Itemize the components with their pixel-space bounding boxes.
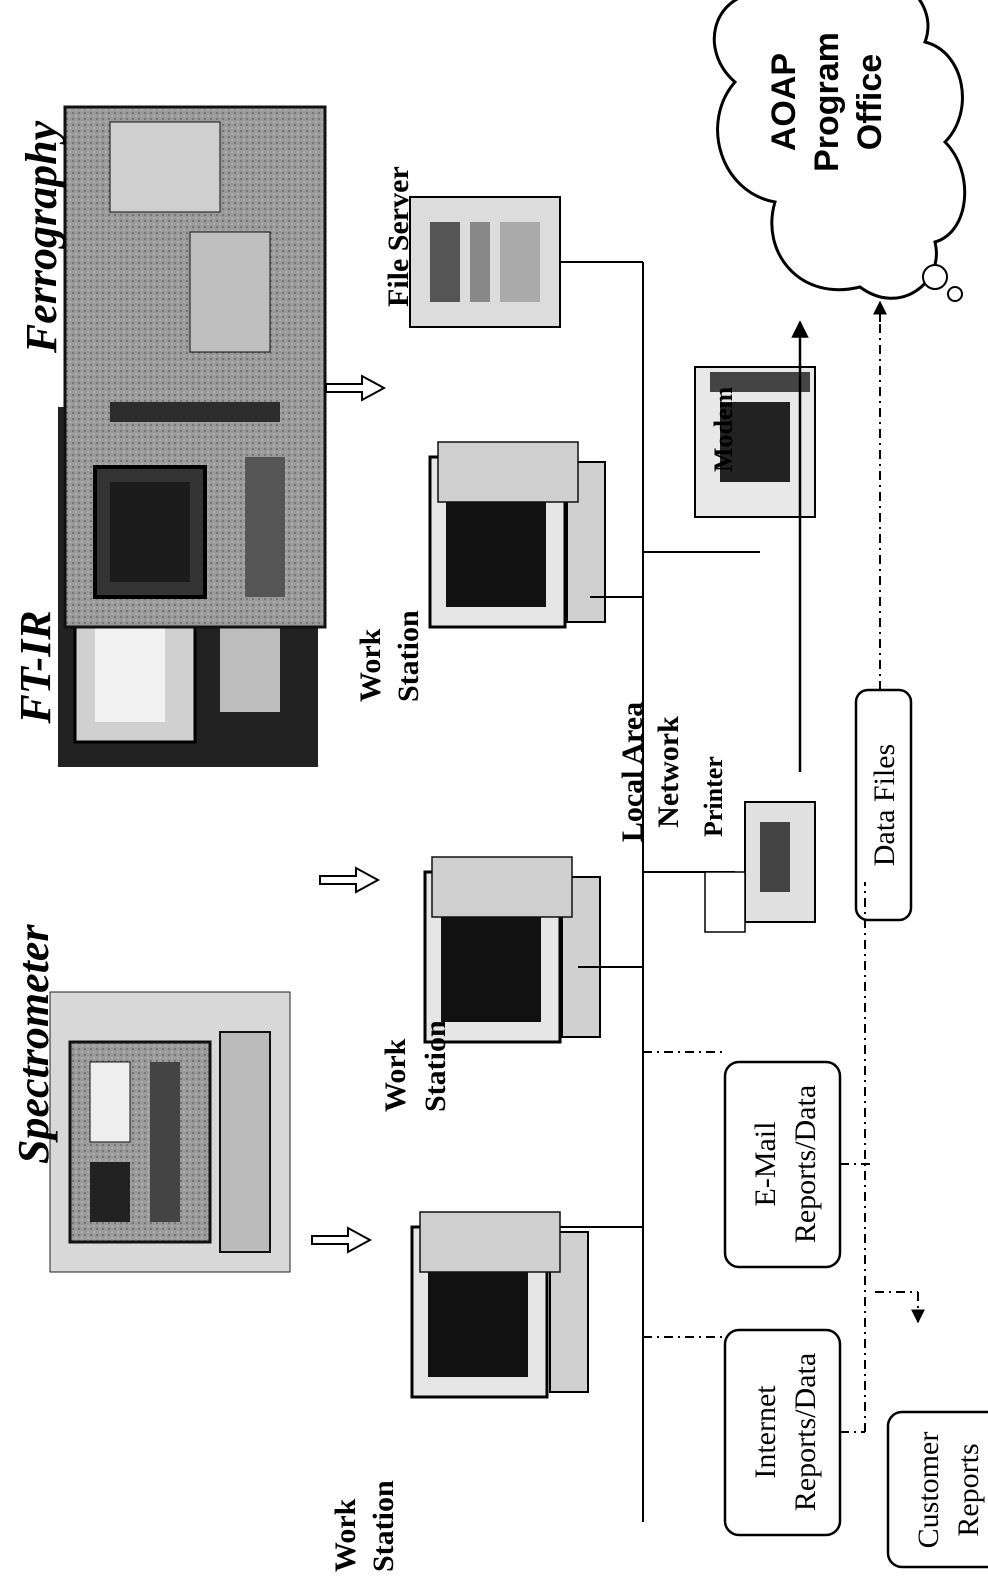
aoap-office-cloud: AOAP Program Office [712, 0, 967, 302]
workstation-label-3-line1: Work [354, 628, 387, 702]
lan-label-line1: Local Area [616, 702, 649, 842]
workstation-label-2-line2: Station [419, 1020, 452, 1112]
file-server-label: File Server [382, 166, 415, 307]
email-reports-line2: Reports/Data [789, 1085, 822, 1243]
workstation-3 [428, 441, 606, 629]
cloud-line2: Program [808, 32, 846, 172]
workstation-2 [423, 856, 601, 1044]
workstation-label-1-line1: Work [329, 1498, 362, 1572]
printer-label: Printer [699, 756, 728, 837]
ferrography-photo [63, 105, 327, 629]
cloud-line1: AOAP [765, 53, 803, 151]
email-reports-box: E-Mail Reports/Data [723, 1060, 842, 1269]
spectrometer-flow-arrow [311, 1226, 373, 1254]
data-files-box: Data Files [854, 688, 913, 922]
internet-reports-box: Internet Reports/Data [723, 1328, 842, 1537]
spectrometer-photo [49, 991, 291, 1273]
workstation-label-2: Work Station [379, 1020, 452, 1112]
workstation-label-1-line2: Station [367, 1480, 400, 1572]
workstation-label-1: Work Station [329, 1480, 400, 1572]
workstation-1 [410, 1211, 589, 1399]
modem-label: Modem [709, 386, 738, 472]
ftir-title: FT-IR [11, 610, 60, 724]
customer-reports-line2: Reports [952, 1443, 985, 1536]
ferrography-flow-arrow [325, 374, 387, 402]
ftir-flow-arrow [319, 866, 381, 894]
internet-reports-line2: Reports/Data [789, 1353, 822, 1511]
customer-reports-box: Customer Reports [886, 1410, 988, 1569]
data-files-label: Data Files [868, 744, 901, 866]
lan-label-line2: Network [652, 716, 685, 828]
workstation-label-3-line2: Station [392, 610, 425, 702]
customer-reports-line1: Customer [912, 1432, 945, 1549]
printer [704, 801, 816, 933]
ferrography-title: Ferrography [17, 120, 66, 354]
internet-reports-line1: Internet [749, 1385, 782, 1479]
instrument-flow-arrows [311, 374, 387, 1254]
workstation-label-2-line1: Work [379, 1038, 412, 1112]
modem [694, 366, 816, 518]
file-server [409, 196, 561, 328]
spectrometer-title: Spectrometer [9, 924, 58, 1164]
workstation-label-3: Work Station [354, 610, 425, 702]
data-flow-lines [643, 300, 925, 1433]
email-reports-line1: E-Mail [749, 1122, 782, 1207]
cloud-line3: Office [851, 54, 889, 150]
lan-wiring [560, 261, 760, 1522]
